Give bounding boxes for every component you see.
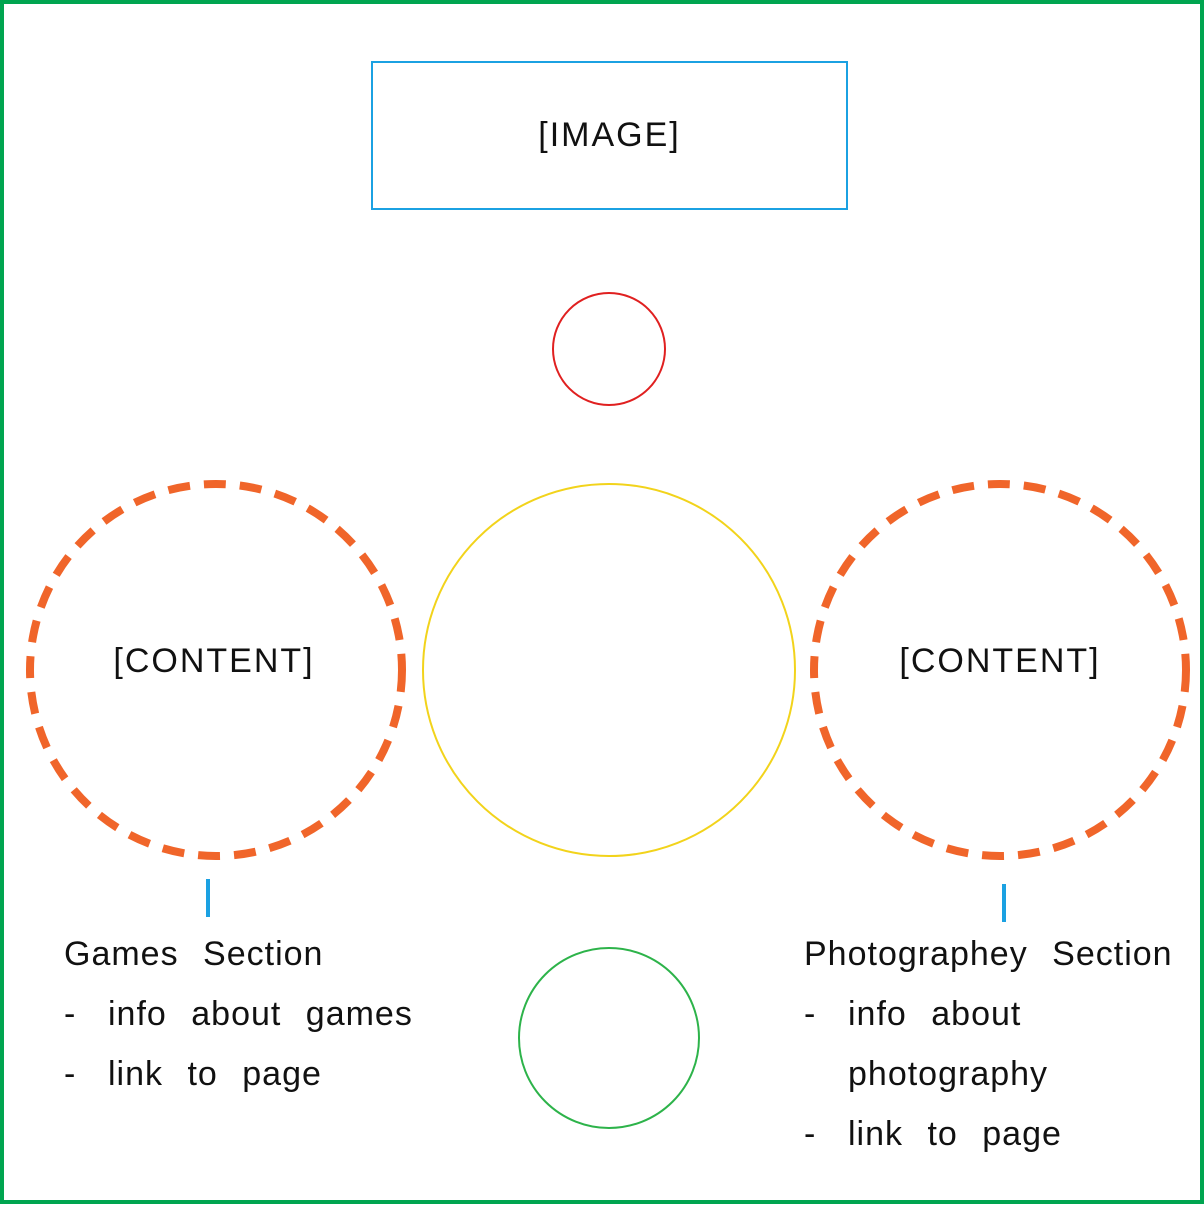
- image-placeholder-box: [IMAGE]: [371, 61, 848, 210]
- photography-item-info: -info about: [804, 984, 1173, 1044]
- bullet-dash: -: [804, 995, 817, 1033]
- left-content-label: [CONTENT]: [113, 642, 315, 680]
- photography-item-link: -link to page: [804, 1104, 1173, 1164]
- photography-item-info-continued: photography: [804, 1044, 1173, 1104]
- bullet-dash: -: [804, 1115, 817, 1153]
- photography-section-text: Photographey Section -info about photogr…: [804, 924, 1173, 1164]
- right-connector-line: [1002, 884, 1006, 922]
- bullet-dash: -: [64, 1055, 77, 1093]
- image-placeholder-label: [IMAGE]: [538, 116, 681, 154]
- photography-section-title: Photographey Section: [804, 935, 1173, 973]
- photography-item-link-text: link to page: [848, 1115, 1062, 1153]
- games-item-link: -link to page: [64, 1044, 413, 1104]
- top-small-circle: [552, 292, 666, 406]
- bullet-dash: -: [64, 995, 77, 1033]
- center-circle: [422, 483, 796, 857]
- right-content-label: [CONTENT]: [899, 642, 1101, 680]
- games-item-info-text: info about games: [108, 995, 413, 1033]
- bottom-circle: [518, 947, 700, 1129]
- games-item-info: -info about games: [64, 984, 413, 1044]
- games-section-title: Games Section: [64, 935, 324, 973]
- photography-item-info-text-2: photography: [848, 1055, 1049, 1093]
- left-connector-line: [206, 879, 210, 917]
- games-section-text: Games Section -info about games -link to…: [64, 924, 413, 1104]
- photography-item-info-text: info about: [848, 995, 1022, 1033]
- games-item-link-text: link to page: [108, 1055, 322, 1093]
